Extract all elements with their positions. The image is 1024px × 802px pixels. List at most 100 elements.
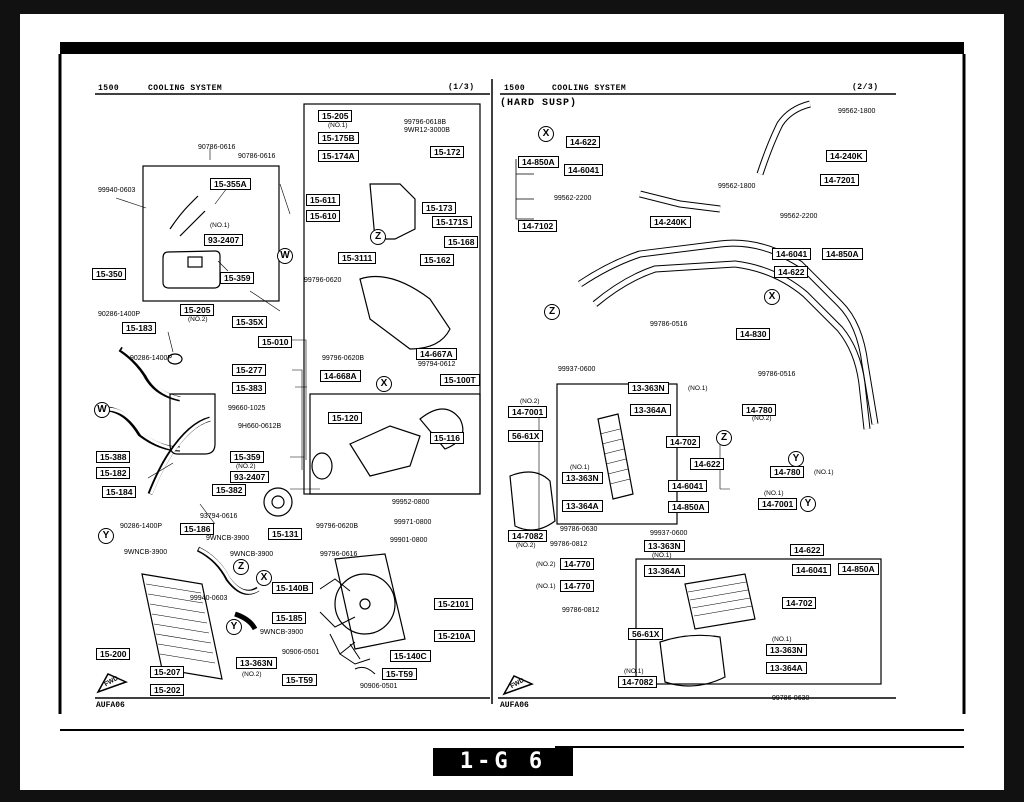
part-label: 14-6041 [564, 164, 604, 176]
part-number: 99794-0612 [418, 361, 456, 368]
part-label: 15-186 [180, 523, 215, 535]
part-label: 15-382 [212, 484, 247, 496]
part-label: 15-205 [180, 304, 215, 316]
diagram-sheet: 1500 COOLING SYSTEM (1/3) 1500 COOLING S… [20, 14, 1004, 790]
part-number: 99660-1025 [228, 405, 266, 412]
part-label: 14-830 [736, 328, 771, 340]
part-label: 13-363N [644, 540, 685, 552]
part-number: 9WNCB-3900 [124, 549, 168, 556]
part-number: 99786-0812 [562, 607, 600, 614]
note: (NO.1) [688, 385, 708, 392]
part-label: 14-780 [742, 404, 777, 416]
page-number: 1-G 6 [433, 748, 573, 776]
marker-y: Y [800, 496, 816, 512]
note: (NO.2) [242, 671, 262, 678]
marker-w: W [277, 248, 293, 264]
part-label: 15-120 [328, 412, 363, 424]
part-label: 13-363N [562, 472, 603, 484]
part-number: 99786-0516 [650, 321, 688, 328]
note: (NO.2) [536, 561, 556, 568]
part-number: 90786-0616 [238, 153, 276, 160]
note: (NO.1) [624, 668, 644, 675]
part-label: 14-780 [770, 466, 805, 478]
part-label: 14-770 [560, 558, 595, 570]
part-number: 9WNCB-3900 [230, 551, 274, 558]
part-label: 15-200 [96, 648, 131, 660]
marker-w: W [94, 402, 110, 418]
note: (NO.2) [188, 316, 208, 323]
note: (NO.2) [520, 398, 540, 405]
part-label: 14-668A [320, 370, 361, 382]
left-model: 1500 [98, 84, 120, 93]
part-label: 15-140B [272, 582, 313, 594]
part-number: 9WNCB-3900 [206, 535, 250, 542]
note: (NO.2) [752, 415, 772, 422]
part-label: 14-7082 [508, 530, 548, 542]
note: (NO.1) [328, 122, 348, 129]
part-label: 13-364A [630, 404, 671, 416]
part-number: 99796-0620B [322, 355, 365, 362]
right-subtitle: (HARD SUSP) [500, 98, 578, 109]
right-model: 1500 [504, 84, 526, 93]
part-label: 15-355A [210, 178, 251, 190]
part-label: 15-35X [232, 316, 268, 328]
part-label: 13-363N [236, 657, 277, 669]
left-figure-code: AUFA06 [96, 701, 125, 710]
part-label: 15-383 [232, 382, 267, 394]
part-number: 90286-1400P [120, 523, 163, 530]
part-number: 90786-0616 [198, 144, 236, 151]
part-number: 90906-0501 [282, 649, 320, 656]
marker-x: X [376, 376, 392, 392]
part-number: 99901-0800 [390, 537, 428, 544]
part-label: 14-850A [838, 563, 879, 575]
part-number: 99562-2200 [554, 195, 592, 202]
marker-z: Z [544, 304, 560, 320]
part-label: 15-205 [318, 110, 353, 122]
part-number: 99940-0603 [190, 595, 228, 602]
part-label: 15-T59 [282, 674, 317, 686]
part-label: 56-61X [508, 430, 544, 442]
part-label: 15-611 [306, 194, 340, 206]
part-label: 13-363N [766, 644, 807, 656]
part-number: 99796-0616 [320, 551, 358, 558]
left-title: COOLING SYSTEM [148, 84, 223, 93]
part-label: 13-363N [628, 382, 669, 394]
part-label: 14-7102 [518, 220, 558, 232]
part-label: 13-364A [562, 500, 603, 512]
part-label: 14-7082 [618, 676, 658, 688]
part-label: 15-185 [272, 612, 307, 624]
marker-y: Y [226, 619, 242, 635]
part-label: 15-359 [230, 451, 265, 463]
part-number: 99971-0800 [394, 519, 432, 526]
marker-x: X [538, 126, 554, 142]
part-number: 9WR12-3000B [404, 127, 450, 134]
part-number: 99786-0516 [758, 371, 796, 378]
part-label: 15-183 [122, 322, 157, 334]
part-number: 99786-0630 [772, 695, 810, 702]
part-number: 9WNCB-3900 [260, 629, 304, 636]
part-label: 15-131 [268, 528, 303, 540]
note: (NO.2) [516, 542, 536, 549]
part-label: 15-140C [390, 650, 431, 662]
part-label: 15-173 [422, 202, 457, 214]
note: (NO.1) [536, 583, 556, 590]
part-label: 14-7201 [820, 174, 860, 186]
part-number: 90286-1400P [130, 355, 173, 362]
part-label: 15-100T [440, 374, 480, 386]
part-number: 99796-0620 [304, 277, 342, 284]
part-number: 99796-0618B [404, 119, 447, 126]
part-label: 13-364A [644, 565, 685, 577]
part-label: 14-6041 [772, 248, 812, 260]
part-number: 99940-0603 [98, 187, 136, 194]
marker-z: Z [370, 229, 386, 245]
part-label: 14-770 [560, 580, 595, 592]
part-label: 15-350 [92, 268, 127, 280]
part-label: 14-622 [566, 136, 601, 148]
part-number: 90286-1400P [98, 311, 141, 318]
part-label: 15-T59 [382, 668, 417, 680]
part-label: 93-2407 [230, 471, 270, 483]
part-label: 15-175B [318, 132, 359, 144]
part-number: 90906-0501 [360, 683, 398, 690]
part-number: 99952-0800 [392, 499, 430, 506]
part-number: 99786-0630 [560, 526, 598, 533]
